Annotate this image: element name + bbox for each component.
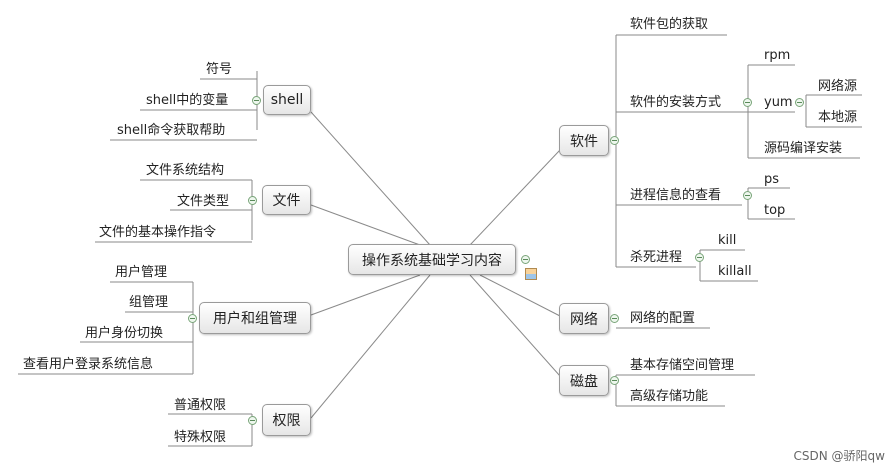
- watermark: CSDN @骄阳qw: [793, 449, 885, 463]
- branch-disk-label: 磁盘: [570, 373, 598, 390]
- branch-file[interactable]: 文件: [262, 185, 311, 215]
- branch-network-toggle[interactable]: [610, 314, 619, 323]
- leaf-ps[interactable]: ps: [764, 172, 780, 187]
- kill-process-toggle[interactable]: [695, 253, 704, 262]
- branch-user-group-label: 用户和组管理: [213, 311, 297, 327]
- branch-user-group[interactable]: 用户和组管理: [199, 302, 311, 334]
- leaf-shell-help[interactable]: shell命令获取帮助: [117, 123, 226, 138]
- branch-shell-label: shell: [270, 92, 304, 108]
- branch-permission-label: 权限: [272, 413, 301, 429]
- branch-network[interactable]: 网络: [559, 303, 609, 334]
- leaf-kill[interactable]: kill: [718, 233, 737, 248]
- leaf-file-system-structure[interactable]: 文件系统结构: [146, 163, 225, 178]
- branch-shell[interactable]: shell: [263, 85, 311, 115]
- leaf-symbol[interactable]: 符号: [206, 62, 233, 77]
- leaf-install-methods[interactable]: 软件的安装方式: [630, 95, 722, 110]
- leaf-special-permission[interactable]: 特殊权限: [174, 430, 227, 445]
- leaf-package-fetch[interactable]: 软件包的获取: [630, 17, 709, 32]
- leaf-user-login-info[interactable]: 查看用户登录系统信息: [23, 357, 154, 372]
- branch-software[interactable]: 软件: [559, 125, 609, 156]
- leaf-file-types[interactable]: 文件类型: [177, 194, 230, 209]
- leaf-shell-variables[interactable]: shell中的变量: [146, 93, 229, 108]
- branch-disk[interactable]: 磁盘: [559, 365, 609, 396]
- leaf-user-switch[interactable]: 用户身份切换: [85, 326, 164, 341]
- leaf-basic-storage[interactable]: 基本存储空间管理: [630, 358, 735, 373]
- leaf-process-view[interactable]: 进程信息的查看: [630, 188, 722, 203]
- branch-software-label: 软件: [570, 133, 598, 150]
- leaf-network-config[interactable]: 网络的配置: [630, 311, 696, 326]
- root-label: 操作系统基础学习内容: [362, 252, 502, 269]
- install-methods-toggle[interactable]: [743, 98, 752, 107]
- branch-file-toggle[interactable]: [248, 196, 257, 205]
- process-view-toggle[interactable]: [743, 191, 752, 200]
- branch-disk-toggle[interactable]: [610, 376, 619, 385]
- leaf-network-repo[interactable]: 网络源: [818, 79, 858, 94]
- leaf-group-management[interactable]: 组管理: [129, 295, 169, 310]
- leaf-advanced-storage[interactable]: 高级存储功能: [630, 389, 709, 404]
- branch-permission[interactable]: 权限: [262, 404, 311, 436]
- note-icon: [525, 268, 537, 280]
- leaf-top[interactable]: top: [764, 203, 786, 218]
- leaf-killall[interactable]: killall: [718, 264, 752, 279]
- leaf-yum[interactable]: yum: [764, 95, 793, 110]
- leaf-normal-permission[interactable]: 普通权限: [174, 398, 227, 413]
- branch-software-toggle[interactable]: [610, 136, 619, 145]
- branch-permission-toggle[interactable]: [248, 416, 257, 425]
- leaf-file-basic-ops[interactable]: 文件的基本操作指令: [99, 225, 217, 240]
- leaf-local-repo[interactable]: 本地源: [818, 110, 858, 125]
- leaf-source-compile[interactable]: 源码编译安装: [764, 141, 843, 156]
- root-collapse-toggle[interactable]: [521, 255, 530, 264]
- leaf-kill-process[interactable]: 杀死进程: [630, 250, 683, 265]
- branch-network-label: 网络: [570, 311, 598, 328]
- branch-shell-toggle[interactable]: [252, 96, 261, 105]
- branch-user-group-toggle[interactable]: [188, 314, 197, 323]
- branch-file-label: 文件: [272, 193, 301, 209]
- leaf-rpm[interactable]: rpm: [764, 48, 791, 63]
- yum-toggle[interactable]: [795, 98, 804, 107]
- root-node[interactable]: 操作系统基础学习内容: [348, 244, 516, 275]
- leaf-user-management[interactable]: 用户管理: [115, 265, 168, 280]
